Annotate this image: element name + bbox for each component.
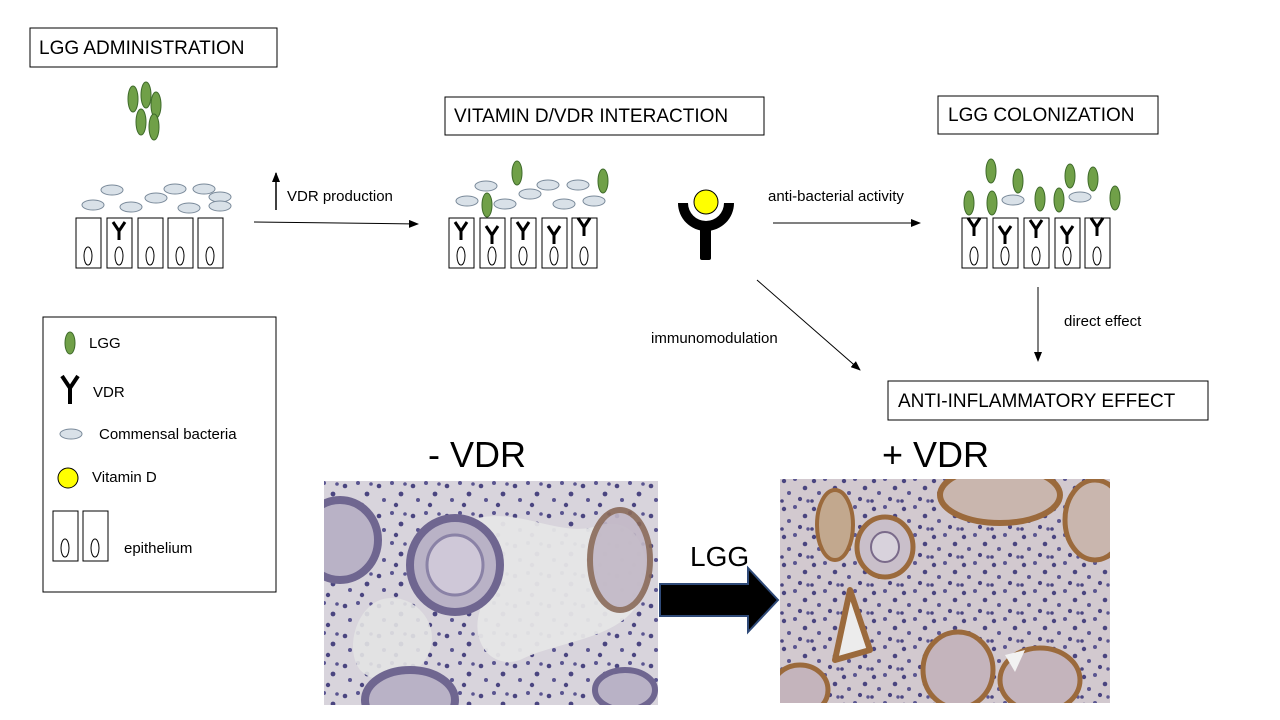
legend-vdr-label: VDR (93, 384, 125, 401)
commensal-bacterium (144, 192, 168, 204)
direct-effect-label: direct effect (1064, 313, 1142, 330)
lgg-treatment-arrow (659, 565, 780, 635)
lgg-cluster (127, 81, 162, 141)
epithelium-stage-1 (75, 217, 224, 269)
title-lgg-administration: LGG ADMINISTRATION (29, 27, 278, 68)
lgg-bacterium (127, 85, 139, 113)
minus-vdr-label: - VDR (428, 434, 526, 475)
micrograph-plus-vdr (780, 479, 1110, 703)
legend-commensal-label: Commensal bacteria (99, 426, 237, 443)
commensal-bacterium (119, 201, 143, 213)
epithelium-stage-3 (961, 217, 1111, 269)
commensal-bacterium (177, 202, 201, 214)
legend-epithelium-label: epithelium (124, 540, 192, 557)
vdr-production-label: VDR production (287, 188, 393, 205)
lgg-bacterium (140, 81, 152, 109)
vitamin-d-molecule (693, 189, 719, 215)
commensal-bacteria-group-2 (455, 179, 606, 210)
immunomodulation-label: immunomodulation (651, 330, 778, 347)
legend-vitamin-d-label: Vitamin D (92, 469, 157, 486)
lgg-group-3 (963, 158, 1121, 216)
lgg-bacterium (135, 108, 147, 136)
legend-lgg-label: LGG (89, 335, 121, 352)
plus-vdr-label: + VDR (882, 434, 989, 475)
immunomodulation-arrow (756, 279, 861, 371)
lgg-bacterium (148, 113, 160, 141)
commensal-bacterium (81, 199, 105, 211)
title-administration-text: LGG ADMINISTRATION (39, 38, 245, 59)
vdr-receptors-stage-3 (966, 217, 1105, 244)
commensal-bacterium (100, 184, 124, 196)
lgg-group-2 (481, 160, 609, 218)
legend-vdr-icon (60, 374, 80, 404)
title-anti-inflammatory-effect: ANTI-INFLAMMATORY EFFECT (887, 380, 1209, 421)
legend-vitamin-d-icon (57, 467, 79, 489)
stage1-to-stage2-arrow (253, 219, 419, 228)
micrograph-minus-vdr (324, 481, 658, 705)
epithelium-stage-2 (448, 217, 598, 269)
title-effect-text: ANTI-INFLAMMATORY EFFECT (898, 391, 1176, 412)
title-vitamin-d-vdr-interaction: VITAMIN D/VDR INTERACTION (444, 96, 765, 136)
legend-commensal-icon (59, 428, 83, 440)
legend-epithelium-icon (52, 510, 109, 562)
lgg-arrow-label: LGG (690, 541, 749, 572)
vdr-receptors-stage-2 (453, 217, 592, 244)
title-colonization-text: LGG COLONIZATION (948, 105, 1135, 126)
commensal-bacterium (208, 200, 232, 212)
legend: LGG VDR Commensal bacteria Vitamin D epi… (42, 316, 277, 593)
commensal-bacteria-group-1 (81, 183, 232, 214)
commensal-bacterium (163, 183, 187, 195)
commensal-bacteria-group-3 (1001, 191, 1092, 206)
anti-bacterial-label: anti-bacterial activity (768, 188, 904, 205)
title-interaction-text: VITAMIN D/VDR INTERACTION (454, 106, 728, 127)
legend-lgg-icon (64, 331, 76, 355)
vdr-receptor-icon (111, 221, 127, 240)
title-lgg-colonization: LGG COLONIZATION (937, 95, 1159, 135)
vdr-vitamin-d-complex-icon (678, 189, 734, 260)
commensal-bacterium (192, 183, 216, 195)
